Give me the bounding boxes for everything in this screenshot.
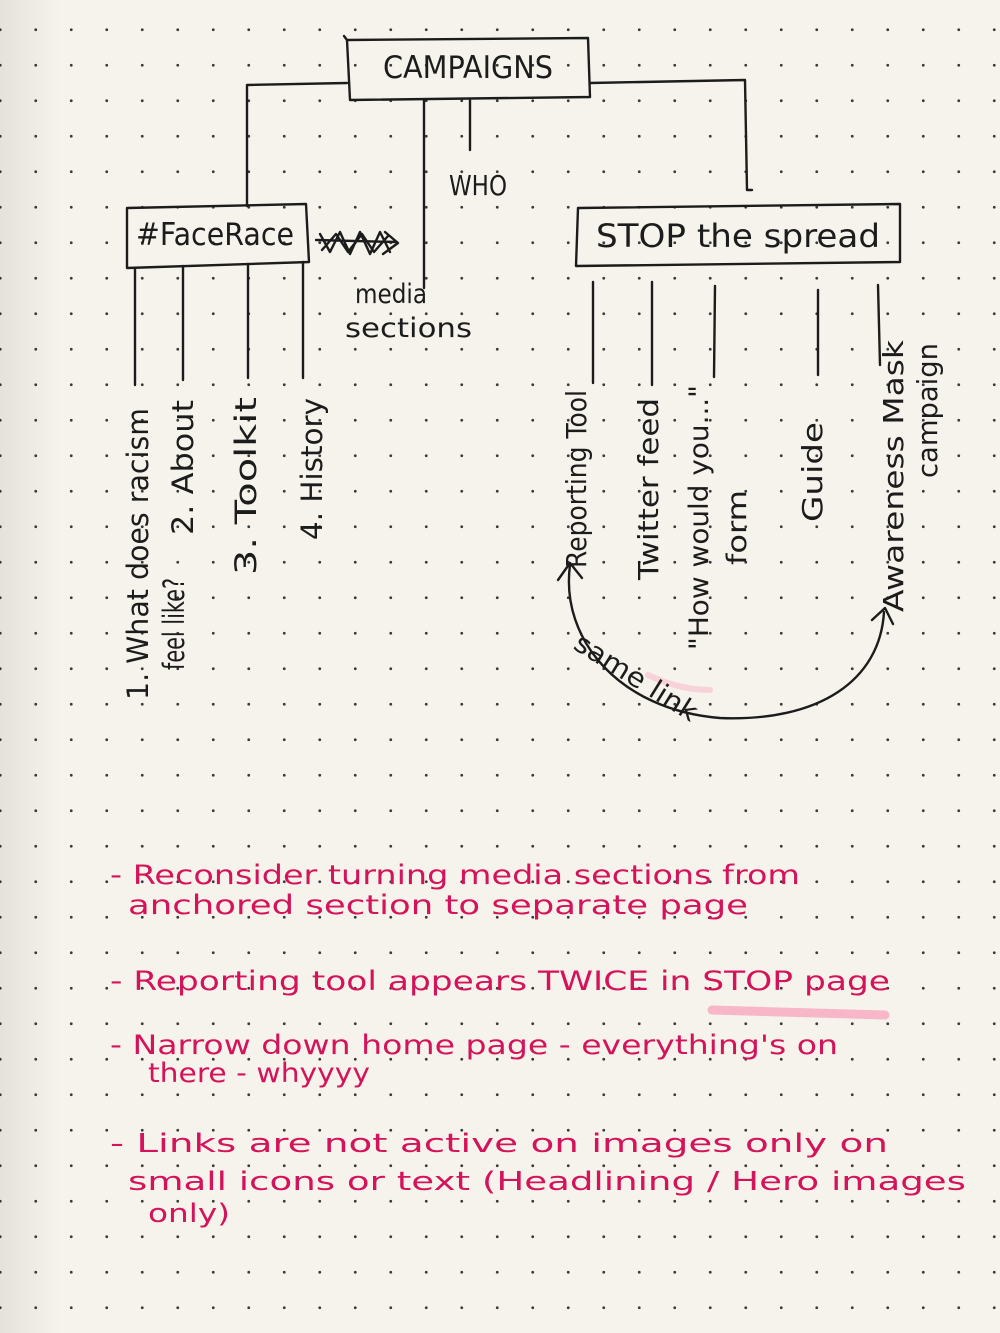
note-1-line-2: anchored section to separate page [128,890,748,921]
campaigns-label: CAMPAIGNS [383,50,553,86]
child-history: 4. History [295,398,329,540]
note-3-line-1: - Narrow down home page - everything's o… [110,1030,838,1061]
note-3-line-2: there - whyyyy [148,1058,370,1089]
child-awareness-mask-2: campaign [911,343,944,478]
who-label: WHO [449,169,507,202]
note-1-line-1: - Reconsider turning media sections from [110,860,800,891]
child-how-would-you: "How would you..." [684,385,715,650]
child-feel-like: feel like? [157,578,191,670]
highlighter-mark [707,1005,890,1020]
media-sections-label: media sections [345,279,472,344]
connector-root-right [588,78,754,192]
child-awareness-mask-1: Awareness Mask [877,339,910,612]
stop-the-spread-label: STOP the spread [596,217,880,255]
child-what-does-racism: 1. What does racism [121,408,155,700]
stop-children-lines [591,280,882,387]
child-toolkit: 3. Toolkit [229,397,263,575]
campaigns-node: CAMPAIGNS [342,34,592,102]
child-twitter-feed: Twitter feed [632,398,665,581]
child-reporting-tool: Reporting Tool [560,390,593,568]
note-2: - Reporting tool appears TWICE in STOP p… [110,966,890,997]
child-about: 2. About [166,400,200,535]
child-guide: Guide [796,422,829,522]
note-4-line-3: only) [148,1199,230,1229]
facerace-node: #FaceRace [125,202,311,270]
child-form: form [722,490,753,565]
note-4-line-1: - Links are not active on images only on [110,1129,888,1159]
page-binding-shadow [0,0,60,1333]
facerace-label: #FaceRace [136,217,294,253]
facerace-children-lines [133,260,305,387]
stop-the-spread-node: STOP the spread [574,202,902,268]
note-4-line-2: small icons or text (Headlining / Hero i… [128,1167,966,1197]
review-notes: - Reconsider turning media sections from… [110,860,966,1229]
highlighter-smudge [645,672,713,693]
crossed-out-arrow [314,230,400,256]
connector-root-left [245,81,349,208]
same-link-arrow [556,561,895,720]
